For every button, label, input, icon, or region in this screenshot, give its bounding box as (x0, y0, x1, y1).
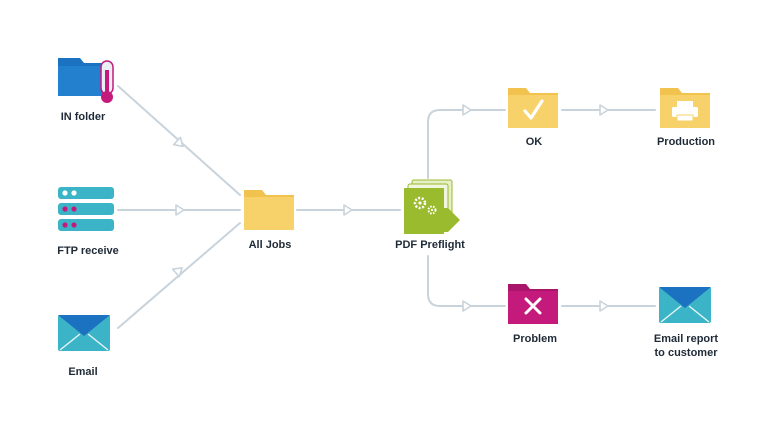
arrowhead-icon (599, 104, 609, 116)
error-folder-icon (508, 284, 558, 324)
preflight-gears-icon (404, 179, 460, 234)
email-label: Email (68, 366, 98, 378)
ok-label: OK (525, 136, 543, 148)
connector-preflight-to-problem (427, 255, 506, 307)
arrowhead-icon (462, 104, 472, 116)
envelope-icon (659, 287, 711, 323)
arrowhead-icon (172, 136, 184, 148)
ftp-receive-label: FTP receive (57, 245, 119, 257)
arrowhead-icon (171, 266, 183, 278)
email-report-label-line2: to customer (654, 347, 718, 359)
email-report-label: Email report to customer (626, 332, 746, 360)
email-report-label-line1: Email report (653, 333, 719, 345)
pdf-preflight-label: PDF Preflight (395, 239, 465, 251)
arrowhead-icon (343, 204, 353, 216)
all-jobs-label: All Jobs (248, 239, 292, 251)
connector-preflight-to-ok (427, 109, 506, 179)
production-label: Production (656, 136, 716, 148)
problem-label: Problem (512, 333, 557, 345)
envelope-icon (58, 315, 110, 351)
hot-folder-icon (58, 58, 114, 103)
folder-icon (244, 190, 294, 230)
checkmark-folder-icon (508, 88, 558, 128)
server-icon (58, 187, 114, 231)
printer-folder-icon (660, 88, 710, 128)
arrowhead-icon (462, 300, 472, 312)
arrowhead-icon (175, 204, 185, 216)
in-folder-label: IN folder (60, 111, 106, 123)
arrowhead-icon (599, 300, 609, 312)
